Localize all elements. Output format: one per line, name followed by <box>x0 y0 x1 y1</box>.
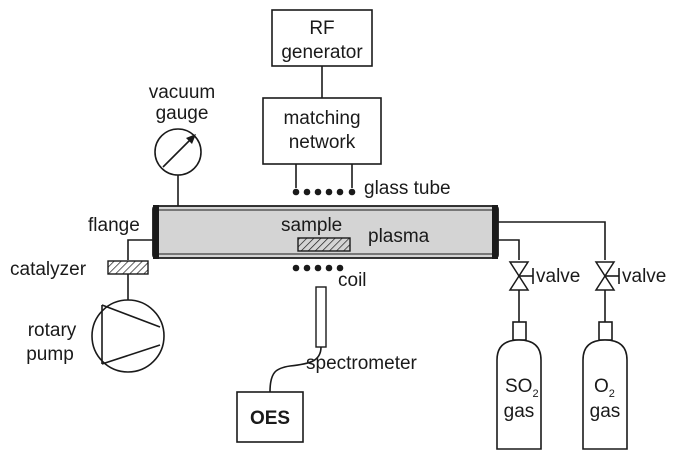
so2-cylinder: SO2 gas <box>496 321 542 450</box>
coil-label: coil <box>338 270 367 291</box>
catalyzer-label: catalyzer <box>10 259 87 280</box>
gas-line-o2 <box>498 221 606 260</box>
optical-probe <box>315 286 327 348</box>
sample-holder <box>297 237 351 252</box>
rf-generator-label-line2: generator <box>281 42 363 63</box>
flange-left <box>153 205 159 259</box>
matching-network: matching network <box>262 97 382 165</box>
so2-formula: SO2 <box>505 376 539 400</box>
o2-formula: O2 <box>594 376 615 400</box>
gas-line-so2 <box>498 239 520 260</box>
gauge-needle-icon <box>162 137 193 168</box>
oes-box: OES <box>236 391 304 443</box>
matching-network-label-line1: matching <box>283 108 360 129</box>
o2-gas-label: gas <box>590 401 621 422</box>
catalyzer-icon <box>107 260 149 275</box>
glass-tube-label: glass tube <box>364 178 451 199</box>
valve-icon-o2 <box>594 261 620 291</box>
spectrometer-label: spectrometer <box>306 353 418 374</box>
pump-inner-line-top <box>101 304 161 328</box>
flange-label: flange <box>88 215 140 236</box>
flange-right <box>492 205 498 259</box>
oes-label: OES <box>250 408 290 429</box>
rotary-pump <box>91 299 165 373</box>
so2-gas-label: gas <box>504 401 535 422</box>
plasma-label: plasma <box>368 226 430 247</box>
glass-tube <box>152 205 499 259</box>
matching-network-label-line2: network <box>289 132 356 153</box>
o2-cylinder: O2 gas <box>582 321 628 450</box>
valve-label-so2: valve <box>536 266 580 287</box>
vacuum-gauge-label-line2: gauge <box>156 103 209 124</box>
valve-label-o2: valve <box>622 266 666 287</box>
coil-bottom <box>292 264 344 272</box>
vacuum-gauge-label-line1: vacuum <box>149 82 216 103</box>
sample-label: sample <box>281 215 342 236</box>
rf-generator-label-line1: RF <box>309 18 334 39</box>
rotary-pump-label-line1: rotary <box>28 320 77 341</box>
valve-icon-so2 <box>508 261 534 291</box>
pump-line-upper <box>127 239 153 260</box>
optical-fiber <box>269 346 322 393</box>
rotary-pump-label-line2: pump <box>26 344 74 365</box>
pump-inner-line-bottom <box>101 344 161 365</box>
coil-top <box>292 188 356 196</box>
vacuum-gauge <box>154 128 202 176</box>
rf-generator: RF generator <box>271 9 373 67</box>
